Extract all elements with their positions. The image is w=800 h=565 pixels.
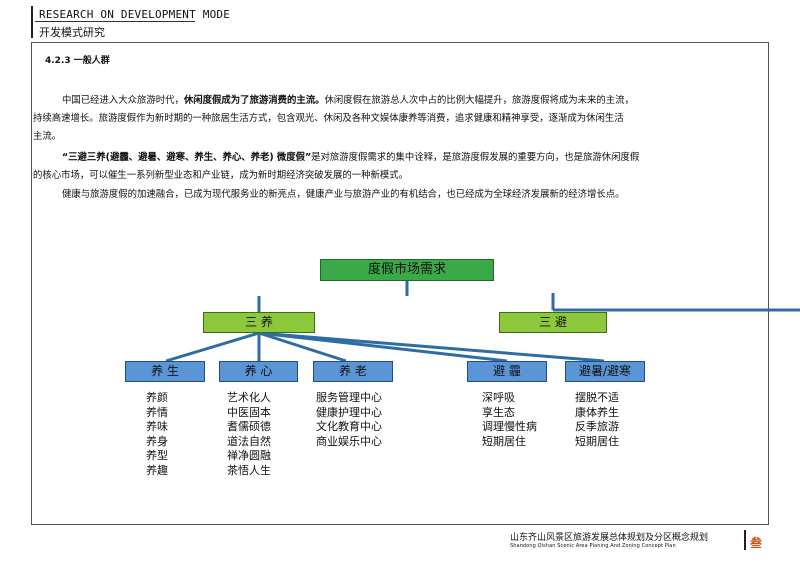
list-item: 养情 [146, 405, 168, 419]
category-items-yangxin: 艺术化人 中医固本 耆儒硕德 道法自然 禅净圆融 茶悟人生 [227, 391, 271, 478]
list-item: 享生态 [482, 405, 515, 419]
list-item: 服务管理中心 [316, 391, 382, 404]
header-title-cn: 开发模式研究 [39, 26, 105, 39]
header-title-en: RESEARCH ON DEVELOPMENT MODE [39, 8, 231, 21]
category-node-yangsheng: 养 生 [125, 361, 205, 382]
list-item: 调理慢性病 [482, 420, 537, 433]
list-item: 深呼吸 [482, 391, 515, 404]
paragraph-1-line-1: 中国已经进入大众旅游时代，休闲度假成为了旅游消费的主流。休闲度假在旅游总人次中占… [62, 92, 634, 110]
list-item: 养趣 [146, 463, 168, 477]
list-item: 康体养生 [575, 405, 619, 419]
group-node-sanbi: 三 避 [499, 312, 607, 333]
list-item: 短期居住 [482, 434, 526, 448]
list-item: 道法自然 [227, 434, 271, 448]
page-number: 叁 [750, 536, 763, 550]
list-item: 禅净圆融 [227, 449, 271, 462]
paragraph-2-line-1: “三避三养(避霾、避暑、避寒、养生、养心、养老) 微度假”是对旅游度假需求的集中… [62, 149, 639, 167]
category-items-bishu-bihan: 摆脱不适 康体养生 反季旅游 短期居住 [575, 391, 619, 449]
list-item: 商业娱乐中心 [316, 434, 382, 448]
p2-text-b: 是对旅游度假需求的集中诠释，是旅游度假发展的重要方向，也是旅游休闲度假 [311, 152, 640, 163]
link-bishu [258, 331, 605, 363]
p1-text-c: 休闲度假在旅游总人次中占的比例大幅提升，旅游度假将成为未来的主流， [324, 95, 634, 106]
paragraph-1-line-2: 持续高速增长。旅游度假作为新时期的一种旅居生活方式，包含观光、休闲及各种文娱体康… [33, 113, 624, 124]
category-items-yangsheng: 养颜 养情 养味 养身 养型 养趣 [146, 391, 168, 478]
list-item: 文化教育中心 [316, 420, 382, 433]
link-yanglao [258, 331, 347, 363]
category-node-bimai: 避 霾 [467, 361, 547, 382]
paragraph-2-line-2: 的核心市场，可以催生一系列新型业态和产业链，成为新时期经济突破发展的一种新模式。 [33, 170, 409, 181]
header-accent-bar [31, 6, 33, 38]
list-item: 健康护理中心 [316, 405, 382, 419]
category-items-yanglao: 服务管理中心 健康护理中心 文化教育中心 商业娱乐中心 [316, 391, 382, 449]
footer-accent-bar [744, 530, 746, 550]
paragraph-1-line-3: 主流。 [33, 131, 62, 142]
list-item: 耆儒硕德 [227, 420, 271, 433]
footer-title-en: Shandong Qishan Scenic Area Planing And … [510, 543, 676, 549]
header-rule [35, 21, 195, 22]
list-item: 中医固本 [227, 405, 271, 419]
list-item: 养型 [146, 449, 168, 462]
link-yangsheng [165, 331, 260, 363]
list-item: 养颜 [146, 391, 168, 404]
list-item: 艺术化人 [227, 391, 271, 404]
p1-text-a: 中国已经进入大众旅游时代， [62, 95, 184, 106]
group-node-sanyang: 三 养 [203, 312, 315, 333]
list-item: 养味 [146, 420, 168, 433]
list-item: 养身 [146, 434, 168, 448]
category-items-bimai: 深呼吸 享生态 调理慢性病 短期居住 [482, 391, 537, 449]
list-item: 茶悟人生 [227, 463, 271, 477]
paragraph-3-line-1: 健康与旅游度假的加速融合，已成为现代服务业的新亮点，健康产业与旅游产业的有机结合… [62, 189, 625, 200]
root-node-box: 度假市场需求 [320, 259, 494, 281]
list-item: 短期居住 [575, 434, 619, 448]
footer-title-cn: 山东齐山风景区旅游发展总体规划及分区概念规划 [510, 533, 709, 543]
category-node-bishu-bihan: 避暑/避寒 [565, 361, 645, 382]
p2-text-bold: “三避三养(避霾、避暑、避寒、养生、养心、养老) 微度假” [62, 152, 312, 163]
category-node-yangxin: 养 心 [219, 361, 298, 382]
list-item: 摆脱不适 [575, 391, 619, 404]
list-item: 反季旅游 [575, 420, 619, 433]
content-frame [31, 42, 769, 525]
category-node-yanglao: 养 老 [313, 361, 393, 382]
section-heading: 4.2.3 一般人群 [45, 56, 110, 66]
p1-text-bold: 休闲度假成为了旅游消费的主流。 [183, 95, 325, 106]
